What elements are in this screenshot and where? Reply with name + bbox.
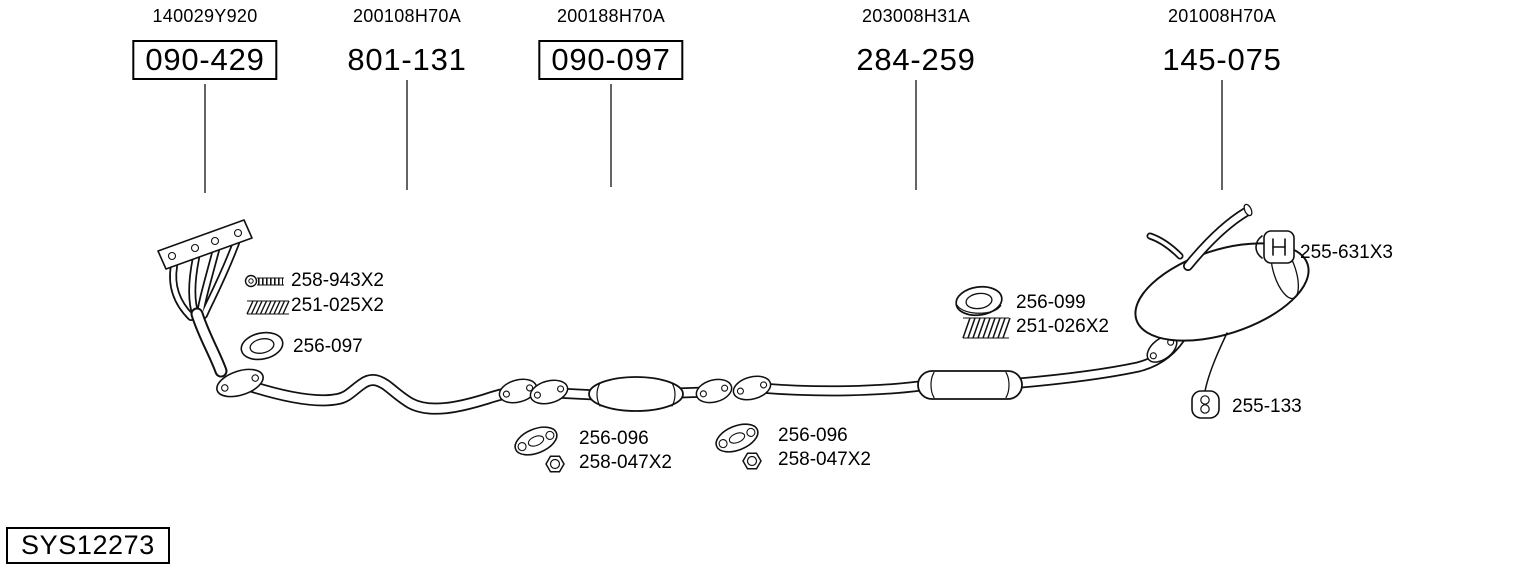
callout-label: 258-047X2 [579,452,672,473]
callout-label: 251-025X2 [291,295,384,316]
oem-code: 200108H70A [352,6,462,26]
nut-icon [545,455,565,473]
ring-gasket-icon [955,285,1003,317]
oem-code: 203008H31A [861,6,971,26]
rear-muffler-drawing [1134,203,1310,419]
flange-gasket-icon [715,423,759,453]
oem-code: 201008H70A [1167,6,1277,26]
callout-label: 251-026X2 [1016,316,1109,337]
callout-label: 256-096 [579,428,649,449]
part-number: 284-259 [856,42,976,77]
spring-icon [962,317,1011,339]
part-number: 801-131 [347,42,467,77]
oem-code: 140029Y920 [152,6,258,26]
part-number: 090-429 [132,40,278,80]
catalytic-converter-drawing [529,376,733,412]
front-pipe-drawing [216,368,538,415]
part-number: 145-075 [1162,42,1282,77]
system-id-badge: SYS12273 [6,527,170,564]
callout-label: 255-631X3 [1300,242,1393,263]
callout-label: 256-099 [1016,292,1086,313]
oem-code: 200188H70A [556,6,666,26]
callout-label: 258-943X2 [291,270,384,291]
part-number: 090-097 [538,40,684,80]
callout-label: 256-097 [293,336,363,357]
callout-label: 258-047X2 [778,449,871,470]
middle-resonator [917,370,1023,400]
flange-gasket-icon [514,426,558,456]
rubber-hanger-icon [1191,390,1220,419]
ring-gasket-icon [240,331,284,361]
leader-lines [204,80,1223,193]
clamp-icon [1255,230,1295,264]
callout-label: 256-096 [778,425,848,446]
center-pipe-drawing [732,306,1203,401]
manifold-drawing [157,219,253,378]
bolt-icon [244,274,284,288]
callout-label: 255-133 [1232,396,1302,417]
nut-icon [742,452,762,470]
spring-icon [246,300,290,315]
